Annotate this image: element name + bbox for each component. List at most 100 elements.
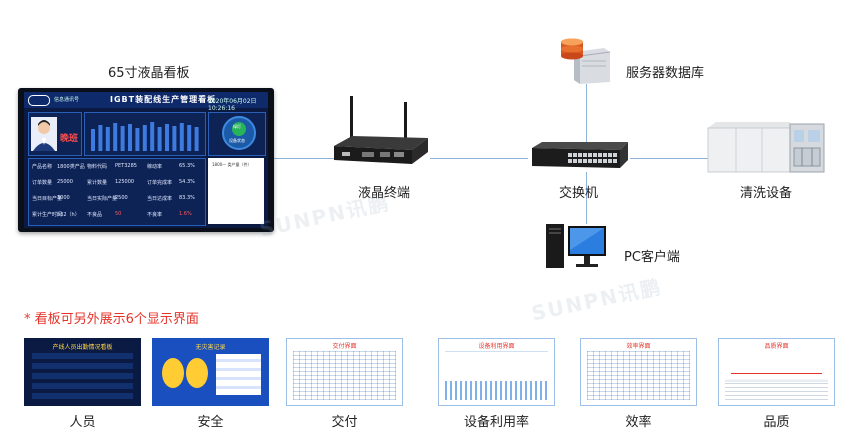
server-db-label: 服务器数据库 (626, 66, 705, 81)
table-cell: 1.6% (179, 211, 192, 217)
table-cell: 累计数量 (87, 180, 108, 186)
status-caption: 设备状态 (229, 138, 245, 143)
thumbnail-title: 无灾害记录 (195, 344, 226, 351)
switch-port (613, 153, 617, 157)
link-switch-cleaning (630, 158, 708, 159)
switch-port (573, 159, 577, 163)
table-cell: 当日达成率 (147, 196, 173, 202)
table-cell: 532（h） (57, 212, 80, 218)
chart-bar (165, 124, 169, 151)
watermark-2: SUNPN讯鹏 (529, 274, 665, 326)
chart-bar (179, 123, 184, 151)
watermark-1: SUNPN讯鹏 (257, 190, 393, 242)
table-cell: 物料代码 (87, 164, 108, 170)
thumbnail-content (587, 351, 690, 400)
dashboard-header: 信息通讯号 IGBT装配线生产管理看板 2020年06月02日 10:26:16 (24, 92, 268, 112)
chart-bar (187, 125, 192, 151)
chart-bar (98, 125, 103, 151)
table-cell: 3000 (57, 195, 70, 201)
table-cell: 2500 (115, 195, 128, 201)
pc-client-icon (546, 224, 606, 268)
table-cell: 不良率 (147, 212, 163, 218)
switch-port (568, 159, 572, 163)
operator-panel: 晚班 (28, 112, 82, 156)
table-cell: 54.3% (179, 179, 195, 185)
thumbnail-label: 安全 (197, 415, 224, 430)
lcd-terminal-label: 液晶终端 (358, 186, 411, 201)
chart-bar (172, 126, 177, 151)
table-cell: 不良品 (87, 212, 103, 218)
table-cell: 订单完成率 (147, 180, 173, 186)
switch-port (588, 159, 592, 163)
switch-port (593, 153, 597, 157)
display-65-label: 65寸液晶看板 (108, 66, 190, 81)
table-cell: 65.3% (179, 163, 195, 169)
table-cell: 当日目标产量 (32, 196, 63, 202)
chart-bar (120, 126, 125, 151)
screen-thumbnail: 产线人员出勤情况看板 (24, 338, 141, 406)
chart-bar (135, 128, 140, 151)
chart-bar (105, 127, 110, 151)
switch-port (598, 153, 602, 157)
thumbnail-title: 设备利用界面 (478, 343, 515, 350)
screen-thumbnail: 设备利用界面 (438, 338, 555, 406)
output-bar-chart (84, 112, 206, 156)
cleaning-equipment-icon (707, 122, 825, 173)
dashboard-title: IGBT装配线生产管理看板 (110, 95, 217, 104)
table-cell: 订单数量 (32, 180, 53, 186)
thumbnail-content (160, 352, 261, 399)
link-board-terminal (274, 158, 336, 159)
dashboard-sub: 信息通讯号 (54, 97, 80, 103)
shift-badge: 晚班 (60, 134, 79, 144)
thumbnail-label: 设备利用率 (463, 415, 529, 430)
switch-port (583, 159, 587, 163)
screens-note: * 看板可另外展示6个显示界面 (24, 312, 199, 327)
switch-port (568, 153, 572, 157)
table-cell: 25000 (57, 179, 73, 185)
status-light-text: 绿灯 (233, 124, 241, 129)
chart-bar (157, 127, 162, 151)
switch-label: 交换机 (559, 186, 599, 201)
switch-port (613, 159, 617, 163)
thumbnail-label: 人员 (69, 415, 96, 430)
thumbnail-content (32, 352, 133, 399)
thumbnail-title: 效率界面 (626, 343, 651, 350)
table-cell: 稼动率 (147, 164, 163, 170)
thumbnail-title: 交付界面 (332, 343, 357, 350)
table-cell: PET3285 (115, 163, 137, 169)
switch-port (573, 153, 577, 157)
switch-port (578, 153, 582, 157)
table-cell: 50 (115, 211, 122, 217)
switch-port (608, 153, 612, 157)
side-panel: 1800— 类产量（件） (208, 158, 264, 224)
thumbnail-content (293, 351, 396, 400)
switch-port (608, 159, 612, 163)
table-cell: 1800类产品 (57, 164, 85, 170)
link-switch-pc (586, 172, 587, 224)
chart-bar (150, 122, 155, 151)
green-light-icon (232, 122, 246, 136)
pc-client-label: PC客户端 (624, 250, 680, 265)
thumbnail-label: 品质 (763, 415, 790, 430)
switch-port (593, 159, 597, 163)
switch-port (578, 159, 582, 163)
table-cell: 125000 (115, 179, 135, 185)
table-cell: 产品名称 (32, 164, 53, 170)
thumbnail-label: 交付 (331, 415, 358, 430)
screen-thumbnail: 无灾害记录 (152, 338, 269, 406)
screen-thumbnail: 效率界面 (580, 338, 697, 406)
thumbnail-title: 品质界面 (764, 343, 789, 350)
production-table: 产品名称 1800类产品物料代码 PET3285 稼动率 65.3% 订单数量 25000 累… (28, 158, 206, 226)
side-panel-text: 1800— 类产量（件） (212, 162, 252, 167)
chart-bar (113, 123, 118, 151)
status-panel: 绿灯 设备状态 (208, 112, 266, 156)
switch-port (603, 153, 607, 157)
switch-port (588, 153, 592, 157)
thumbnail-content (445, 351, 548, 400)
chart-bar (128, 124, 132, 151)
link-terminal-switch (430, 158, 528, 159)
chart-bar (142, 125, 147, 151)
server-db-icon (561, 38, 611, 84)
table-cell: 累计生产时间 (32, 212, 63, 218)
switch-port (598, 159, 602, 163)
